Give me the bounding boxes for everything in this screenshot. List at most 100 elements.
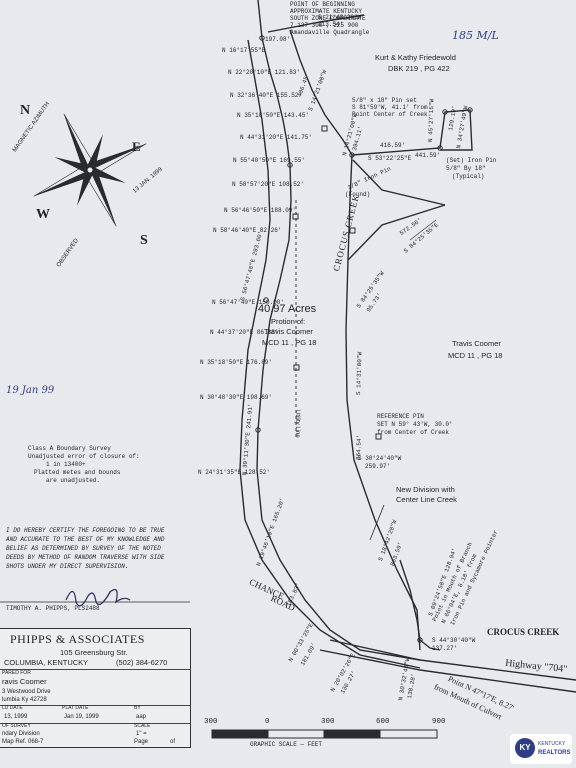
type-label: OF SURVEY [2, 723, 31, 729]
scale-label: SCALE [134, 723, 151, 729]
pin-note-1: 5/8" x 18" Pin set [352, 97, 417, 104]
ref-pin-note-2: SET N 59° 43'W, 30.0' [377, 421, 453, 428]
firm-address: 105 Greensburg Str. [60, 648, 128, 657]
west-call-7: N 58°57'20"E 108.52' [232, 181, 305, 188]
west-call-11: N 44°37'20"E 86.38' [210, 329, 279, 336]
surveyor-name: TIMOTHY A. PHIPPS, PLS2488 [6, 605, 100, 612]
ref-pin-note-1: REFERENCE PIN [377, 413, 424, 420]
title-block: PHIPPS & ASSOCIATES 105 Greensburg Str. … [0, 628, 191, 748]
division-line [347, 204, 446, 261]
pob-note-5: Amandaville Quadrangle [290, 29, 370, 36]
branch-line-2 [419, 639, 441, 651]
compass-rose [33, 113, 147, 227]
west-call-5: N 44°31'20"E 141.75' [240, 134, 313, 141]
top-call: S 21°48'20"W [318, 14, 362, 21]
client-name: ravis Coomer [2, 677, 47, 686]
highway-edge-line [319, 649, 576, 693]
firm-city: COLUMBIA, KENTUCKY [4, 658, 89, 667]
set-pin-note-2: 5/8" By 18" [446, 165, 486, 172]
scale-bar-graphic [211, 729, 438, 739]
survey-class-1: Class A Boundary Survey [28, 445, 111, 452]
west-call-9: N 58°46'40"E 82.26' [213, 227, 282, 234]
map-reference: Map Ref. 068-7 [2, 739, 44, 745]
pin-note-2: S 81°59'W, 41.1' from [352, 104, 428, 111]
west-call-12: N 35°18'50"E 176.89' [200, 359, 273, 366]
north-boundary-line [267, 14, 365, 33]
ref-pin-note-3: from Center of Creek [377, 429, 450, 436]
pob-note-4: 7 137 300 , 225 900 [290, 22, 359, 29]
adjoiner-coomer-ref: MCD 11 , PG 18 [448, 351, 503, 360]
set-pin-note-3: (Typical) [452, 173, 485, 180]
scale-tick-1: 0 [265, 718, 270, 726]
west-call-3: N 32°36'40"E 155.52' [230, 92, 303, 99]
ky-logo-icon: KY [515, 738, 535, 758]
compass-n: N [20, 103, 31, 118]
scale-value: 1" = [136, 731, 147, 737]
cert-line-3: BELIEF AS DETERMINED BY SURVEY OF THE NO… [6, 545, 161, 552]
plat-date-label: PLAT DATE [62, 705, 89, 711]
call-c9: 441.59' [415, 152, 441, 159]
call-c7: S 53°22'25"E [368, 155, 412, 162]
scale-tick-2: 300 [321, 718, 335, 726]
west-boundary-line [256, 0, 421, 661]
tract-owner: Travis Coomer [264, 327, 313, 336]
cert-line-1: I DO HEREBY CERTIFY THE FOREGOING TO BE … [6, 527, 165, 534]
tract-acreage: 40.97 Acres [258, 303, 317, 315]
west-call-14: N 24°31'35"E 128.52' [198, 469, 271, 476]
field-date-label: LD DATE [2, 705, 23, 711]
scale-tick-0: 300 [204, 718, 218, 726]
page-label: Page [134, 739, 149, 745]
branch-line [399, 559, 421, 641]
west-call-4: N 35°18'50"E 143.45' [237, 112, 310, 119]
scale-tick-4: 900 [432, 718, 446, 726]
survey-class-4: Platted metes and bounds [34, 469, 121, 476]
handwritten-date: 19 Jan 99 [6, 385, 55, 396]
scale-caption: GRAPHIC SCALE — FEET [250, 741, 323, 748]
firm-phone: (502) 384-6270 [116, 658, 168, 667]
firm-name: PHIPPS & ASSOCIATES [10, 632, 145, 646]
new-division-note-2: Center Line Creek [396, 495, 457, 504]
highway-line [329, 639, 576, 681]
cert-line-5: SHOTS UNDER MY DIRECT SUPERVISION. [6, 563, 129, 570]
pin-tie-line [352, 159, 446, 206]
badge-line-1: KENTUCKY [538, 741, 566, 747]
by-value: aap [136, 714, 147, 720]
west-call-2: N 22°20'10"E 121.83' [228, 69, 301, 76]
west-call-10: N 56°47'40"E 150.00' [212, 299, 285, 306]
call-c21: 137.27' [432, 645, 458, 652]
client-address-2: lumbia Ky 42728 [2, 697, 47, 703]
badge-line-2: REALTORS [538, 750, 571, 756]
survey-class-3: 1 in 13400+ [46, 461, 86, 468]
cert-line-2: AND ACCURATE TO THE BEST OF MY KNOWLEDGE… [6, 536, 165, 543]
plat-date: Jan 19, 1999 [64, 714, 99, 720]
call-c20: S 44°30'40"W [432, 637, 476, 644]
pin-note-3: Point Center of Creek [352, 111, 428, 118]
surveyor-signature [65, 588, 131, 607]
crocus-creek-label-east: CROCUS CREEK [487, 627, 560, 637]
top-distance-2: 197.08' [265, 36, 291, 43]
survey-type: ndary Division [2, 731, 40, 737]
client-address-1: 3 Westwood Drive [2, 689, 51, 695]
set-pin-note-1: (Set) Iron Pin [446, 157, 497, 164]
iron-found-note-2: (Found) [345, 191, 371, 198]
west-call-1: N 16°17'55"E [222, 47, 266, 54]
scale-tick-3: 600 [376, 718, 390, 726]
of-label: of [170, 739, 176, 745]
compass-s: S [140, 233, 148, 248]
pob-note-1: POINT OF BEGINNING [290, 1, 355, 8]
call-c14: S 30°24'40"W [358, 455, 402, 462]
utility-line-label: Utility Line [294, 410, 300, 438]
field-date: 13, 1999 [4, 714, 28, 720]
compass-e: E [132, 139, 141, 154]
handwritten-acreage: 185 M/L [452, 29, 499, 42]
survey-class-5: are unadjusted. [46, 477, 101, 484]
adjoiner-friedewold-name: Kurt & Kathy Friedewold [375, 53, 456, 62]
tract-portion-label: Protion of: [271, 317, 306, 326]
prepared-for-label: PARED FOR [2, 670, 31, 676]
west-call-13: N 30°48'30"E 198.69' [200, 394, 273, 401]
adjoiner-friedewold-ref: DBK 219 , PG 422 [388, 64, 450, 73]
top-distance: 113.54' [318, 21, 344, 28]
cert-line-4: DEEDS BY METHOD OF RANDOM TRAVERSE WITH … [6, 554, 165, 561]
